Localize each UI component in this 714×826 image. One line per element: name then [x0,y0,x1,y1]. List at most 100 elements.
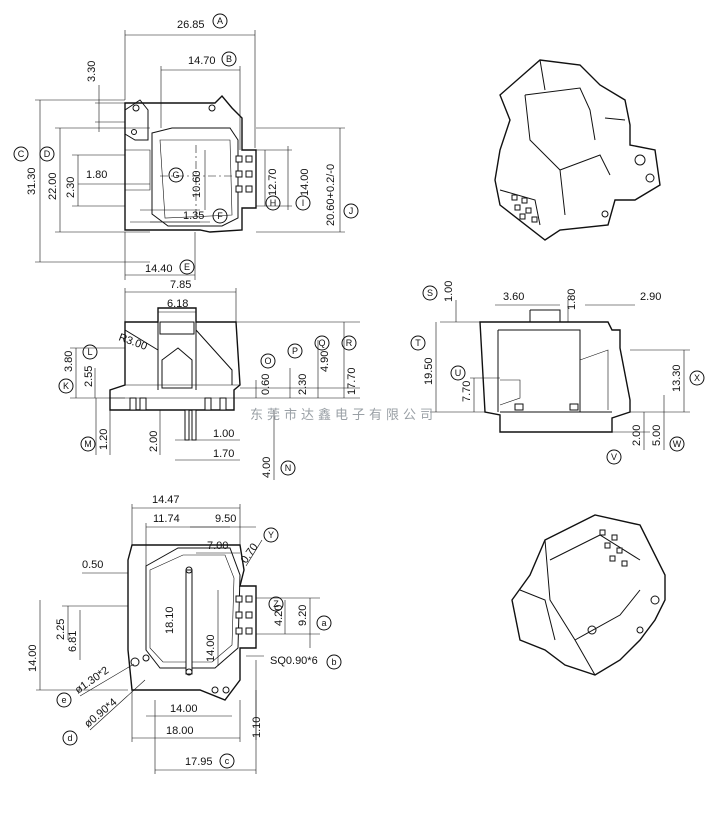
dim-l-3-80: 3.80 [63,351,75,372]
callout-I: I [295,195,311,211]
callout-P: P [287,343,303,359]
svg-text:I: I [302,198,305,208]
dim-z-4-20: 4.20 [273,605,285,626]
dim-a-26-85: 26.85 [177,19,205,31]
dim-v-2-00: 2.00 [631,425,643,446]
dim-7-85: 7.85 [170,279,191,291]
front-view: 7.85 6.18 R3.00 3.80 2.55 0.60 2.30 4.90… [58,279,360,480]
svg-text:b: b [331,657,336,667]
dim-14-47: 14.47 [152,494,180,506]
dim-q-4-90: 4.90 [319,351,331,372]
dim-1-10: 1.10 [251,717,263,738]
bottom-view-pads [235,595,253,635]
top-view-inner-wall [151,127,239,227]
dim-6-18: 6.18 [167,298,188,310]
svg-text:S: S [427,288,433,298]
callout-c: c [219,753,235,769]
dim-sq-0-90: SQ0.90*6 [270,655,318,667]
svg-text:M: M [84,439,92,449]
callout-Q: Q [314,335,330,351]
dim-pin-1-70: 1.70 [213,448,234,460]
callout-N: N [280,460,296,476]
callout-F: F [212,208,228,224]
top-view-pads [235,155,253,193]
svg-text:Z: Z [273,599,279,609]
bottom-view-slot [185,569,193,675]
dim-18-00: 18.00 [166,725,194,737]
dim-pin-2-00: 2.00 [148,431,160,452]
dim-14-00-bottom: 14.00 [170,703,198,715]
svg-text:D: D [44,149,51,159]
callout-C: C [13,146,29,162]
side-view: 1.00 3.60 1.80 2.90 19.50 7.70 13.30 2.0… [410,281,705,465]
dim-b-14-70: 14.70 [188,55,216,67]
callout-b: b [326,654,342,670]
dim-c-31-30: 31.30 [26,167,38,195]
dim-c-17-95: 17.95 [185,756,213,768]
svg-text:O: O [264,356,271,366]
dim-3-60: 3.60 [503,291,524,303]
callout-A: A [212,13,228,29]
dim-w-5-00: 5.00 [651,425,663,446]
svg-text:T: T [415,338,421,348]
callout-S: S [422,285,438,301]
dim-14-00-left: 14.00 [27,644,39,672]
dim-n-4-00: 4.00 [261,457,273,478]
svg-text:V: V [611,452,617,462]
callout-D: D [39,146,55,162]
dim-e-hole: ø1.30*2 [73,665,111,697]
dim-y-0-70: 0.70 [239,541,261,565]
top-view: 26.85 14.70 3.30 31.30 22.00 2.30 1.80 1… [13,13,359,280]
dim-s-1-00: 1.00 [443,281,455,302]
callout-W: W [669,436,685,452]
dim-e-14-40: 14.40 [145,263,173,275]
dim-1-80: 1.80 [86,169,107,181]
svg-text:N: N [285,463,292,473]
callout-B: B [221,51,237,67]
isometric-view-top [494,59,661,241]
callout-Y: Y [263,527,279,543]
callout-K: K [58,378,74,394]
isometric-view-bottom [511,514,666,676]
callout-e: e [56,692,72,708]
dim-18-10: 18.10 [164,606,176,634]
dim-pin-1-00: 1.00 [213,428,234,440]
svg-text:X: X [694,373,700,383]
svg-text:c: c [225,756,230,766]
dim-0-50: 0.50 [82,559,103,571]
dim-d-22-00: 22.00 [47,172,59,200]
dim-6-81: 6.81 [67,631,79,652]
dim-14-00-mid: 14.00 [205,634,217,662]
callout-O: O [260,353,276,369]
dim-3-30: 3.30 [86,61,98,82]
dim-p-2-30: 2.30 [297,374,309,395]
callout-L: L [82,344,98,360]
callout-V: V [606,449,622,465]
callout-M: M [80,436,96,452]
callout-T: T [410,335,426,351]
dim-m-1-20: 1.20 [98,429,110,450]
svg-text:e: e [61,695,66,705]
svg-text:a: a [321,618,326,628]
dim-7-00: 7.00 [207,540,228,552]
dim-9-50: 9.50 [215,513,236,525]
dim-u-7-70: 7.70 [461,381,473,402]
callout-U: U [450,365,466,381]
dim-1-80-side: 1.80 [566,289,578,310]
svg-text:Q: Q [318,338,325,348]
dim-k-2-55: 2.55 [83,366,95,387]
svg-text:U: U [455,368,462,378]
dim-r-17-70: 17.70 [346,367,358,395]
dim-h-12-70: 12.70 [267,168,279,196]
dim-d-hole: ø0.90*4 [82,696,119,730]
dim-j-20-60: 20.60+0.2/-0 [325,164,337,226]
dim-i-14-00: 14.00 [299,168,311,196]
svg-text:R: R [346,338,353,348]
svg-text:L: L [87,347,92,357]
dim-a-9-20: 9.20 [297,605,309,626]
dim-11-74: 11.74 [153,513,180,525]
svg-text:W: W [673,439,682,449]
callout-H: H [265,195,281,211]
dim-o-0-60: 0.60 [260,374,272,395]
